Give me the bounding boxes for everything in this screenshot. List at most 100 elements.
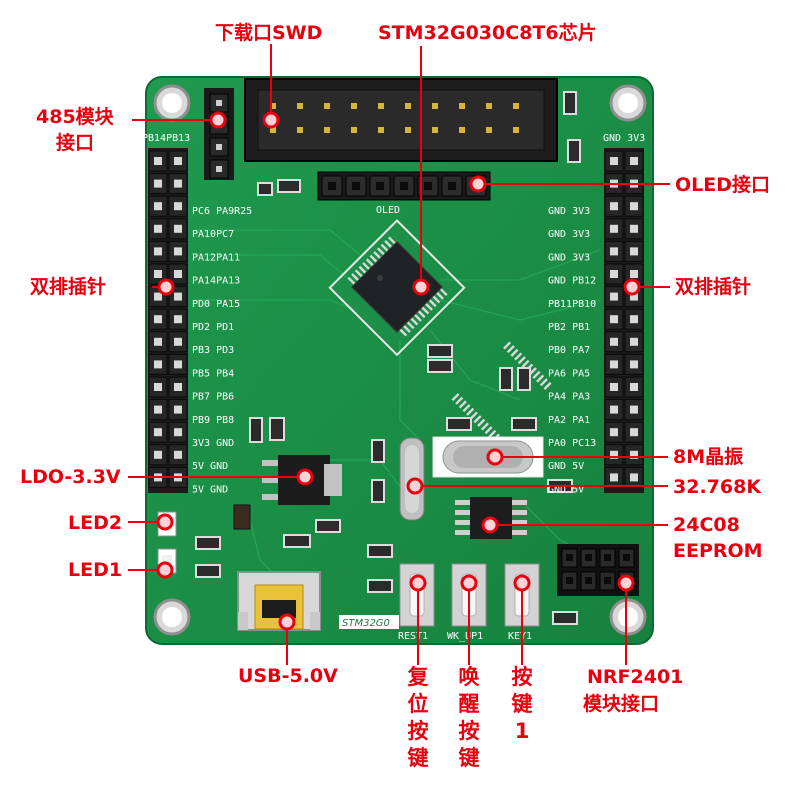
- smd-component: [511, 417, 537, 431]
- mcu-leg: [358, 265, 367, 274]
- header-pin-tip: [630, 337, 638, 346]
- mcu-leg: [376, 247, 385, 256]
- mcu-leg: [514, 352, 523, 361]
- label-reset-button: 复位按键: [407, 665, 429, 770]
- silk-right-pin-label: GND PB12: [548, 276, 596, 287]
- mcu-leg: [466, 407, 475, 416]
- mcu-leg: [373, 251, 382, 260]
- label-nrf-2: 模块接口: [583, 693, 660, 715]
- header-pin-tip: [174, 247, 182, 256]
- header-pin-tip: [610, 224, 618, 233]
- header-pin-tip: [174, 224, 182, 233]
- header-pin-tip: [154, 157, 162, 165]
- label-key1-button: 按键1: [511, 665, 533, 743]
- nrf-pin-hole: [604, 577, 611, 584]
- ldo-regulator: [262, 455, 342, 505]
- label-nrf: NRF2401: [587, 666, 684, 688]
- header-pin-tip: [174, 315, 182, 324]
- mcu-leg: [506, 345, 515, 354]
- left-pin-header: [148, 148, 188, 493]
- header-pin-tip: [174, 157, 182, 165]
- header-pin-tip: [630, 224, 638, 233]
- mcu-leg: [365, 258, 374, 267]
- mcu-leg: [384, 240, 393, 249]
- j10-pin-tip: [216, 144, 222, 150]
- mcu-leg: [406, 321, 415, 330]
- eeprom-leg: [455, 500, 470, 505]
- smd-component: [367, 579, 393, 593]
- smd-component: [427, 359, 453, 373]
- mcu-leg: [473, 415, 482, 424]
- header-pin-tip: [610, 405, 618, 414]
- smd-component: [567, 139, 581, 163]
- j10-pin-tip: [216, 166, 222, 172]
- mcu-leg: [536, 374, 545, 383]
- mcu-leg: [510, 348, 519, 357]
- header-pin-tip: [174, 179, 182, 188]
- silk-left-pin-label: 3V3 GND: [192, 438, 234, 449]
- header-pin-tip: [174, 337, 182, 346]
- label-led2: LED2: [68, 512, 123, 534]
- header-pin-tip: [154, 405, 162, 414]
- header-pin-tip: [630, 473, 638, 482]
- label-led1: LED1: [68, 559, 123, 581]
- mcu-leg: [413, 313, 422, 322]
- mcu-leg: [488, 429, 497, 438]
- swd-pin: [297, 127, 303, 133]
- eeprom-leg: [512, 530, 527, 535]
- header-pin-tip: [174, 383, 182, 391]
- silk-right-pin-label: GND 3V3: [548, 252, 590, 263]
- silk-left-pin-label: PB3 PD3: [192, 345, 234, 356]
- eeprom-leg: [512, 500, 527, 505]
- smd-component: [563, 91, 577, 115]
- silk-left-pin-label: PA10PC7: [192, 229, 234, 240]
- silk-left-pin-label: PB9 PB8: [192, 415, 234, 426]
- header-pin-tip: [610, 157, 618, 165]
- header-pin-tip: [174, 405, 182, 414]
- header-pin-tip: [154, 179, 162, 188]
- header-pin-tip: [154, 202, 162, 211]
- header-pin-tip: [174, 428, 182, 437]
- label-wkup-button: 唤醒按键: [458, 665, 480, 770]
- j10-pin-tip: [216, 100, 222, 106]
- mcu-leg: [399, 328, 408, 337]
- label-swd: 下载口SWD: [215, 22, 323, 44]
- fuse: [233, 504, 251, 530]
- silk-right-pin-label: GND 5V: [548, 484, 584, 495]
- label-rs485-2: 接口: [56, 132, 95, 154]
- header-pin-tip: [154, 428, 162, 437]
- mcu-leg: [421, 306, 430, 315]
- silk-right-pin-label: GND 5V: [548, 461, 584, 472]
- header-pin-tip: [630, 270, 638, 278]
- header-pin-tip: [154, 337, 162, 346]
- swd-pin: [459, 103, 465, 109]
- mcu-leg: [402, 324, 411, 333]
- silk-reset: REST1: [398, 631, 428, 642]
- header-pin-tip: [630, 292, 638, 301]
- swd-pin: [513, 103, 519, 109]
- header-pin-tip: [610, 337, 618, 346]
- mcu-leg: [543, 381, 552, 390]
- header-pin-tip: [154, 270, 162, 278]
- eeprom-leg: [455, 530, 470, 535]
- header-pin-tip: [154, 383, 162, 391]
- swd-pin: [324, 127, 330, 133]
- nrf-pin-hole: [623, 554, 630, 561]
- header-pin-tip: [630, 360, 638, 369]
- rs485-header: [204, 88, 234, 180]
- mcu-leg: [432, 295, 441, 304]
- silk-left-pin-label: PA12PA11: [192, 252, 240, 263]
- silk-right-pin-label: PA2 PA1: [548, 415, 590, 426]
- mcu-leg: [477, 418, 486, 427]
- silk-right-pin-label: PA0 PC13: [548, 438, 596, 449]
- silk-left-pin-label: PA14PA13: [192, 276, 240, 287]
- header-pin-tip: [154, 247, 162, 256]
- mcu-leg: [387, 236, 397, 245]
- smd-component: [277, 179, 301, 193]
- oled-pin-hole: [352, 182, 360, 190]
- header-pin-tip: [630, 247, 638, 256]
- eeprom-leg: [455, 520, 470, 525]
- header-pin-tip: [630, 450, 638, 459]
- swd-pin: [378, 103, 384, 109]
